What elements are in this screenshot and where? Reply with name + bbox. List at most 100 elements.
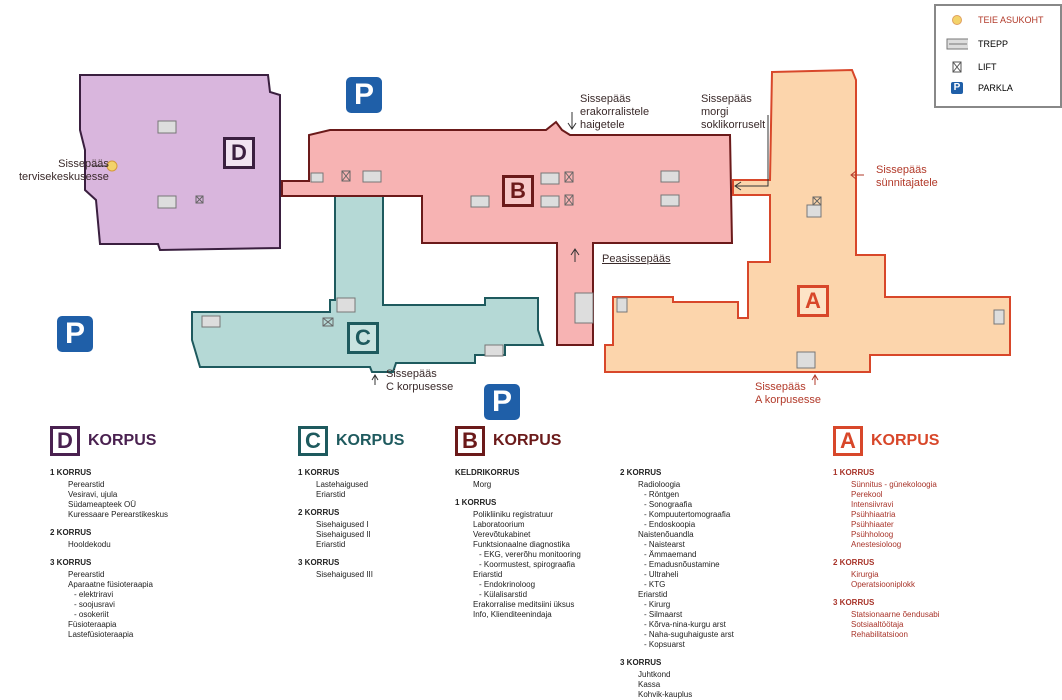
lift-icon [564,194,574,206]
parking-icon: P [57,316,93,352]
department-item: Sisehaigused I [316,520,369,529]
stairs-icon [336,297,356,313]
building-b-label: B [502,175,534,207]
department-item: - Ämmaemand [644,550,697,559]
entrance-text: Sissepääs [876,164,927,176]
entrance-text: erakorralistele [580,106,650,118]
department-item: Psühhiaatria [851,510,896,519]
department-item: Sünnitus - günekoloogia [851,480,937,489]
building-d[interactable] [79,74,281,252]
department-item: Kuressaare Perearstikeskus [68,510,169,519]
department-item: - elektriravi [74,590,114,599]
entrance-text: soklikorruselt [701,119,766,131]
parking-icon: P [946,82,968,94]
department-item: Aparaatne füsioteraapia [68,580,153,589]
floor-heading: 3 KORRUS [833,598,875,607]
department-item: Vesiravi, ujula [68,490,118,499]
department-item: - soojusravi [74,600,115,609]
building-c[interactable] [191,195,545,373]
department-item: - Kirurg [644,600,671,609]
korpus-title: KORPUS [493,432,562,449]
entrance-text: Sissepääs [386,368,437,380]
you-are-here-icon [946,14,968,26]
department-item: - KTG [644,580,666,589]
entrance-text: morgi [701,106,729,118]
legend-label: LIFT [978,62,997,72]
department-item: Eriarstid [316,490,346,499]
department-item: - Sonograafia [644,500,693,509]
stairs-icon [484,344,504,357]
stairs-icon [660,170,680,183]
floor-heading: 1 KORRUS [455,498,497,507]
stairs-icon [310,172,324,183]
stairs-icon [806,204,822,218]
korpus-title: KORPUS [88,432,157,449]
department-item: - Naha-suguhaiguste arst [644,630,734,639]
floor-heading: 2 KORRUS [620,468,662,477]
stairs-icon [201,315,221,328]
department-item: Morg [473,480,492,489]
department-item: - osokeriit [74,610,109,619]
department-item: Intensiivravi [851,500,894,509]
department-item: Sisehaigused II [316,530,371,539]
entrance-text: Sissepääs [58,158,109,170]
stairs-icon [540,172,560,185]
department-item: Laboratoorium [473,520,525,529]
stairs-icon [157,120,177,134]
department-item: Eriarstid [638,590,668,599]
department-item: Polikliiniku registratuur [473,510,554,519]
stairs-icon [796,351,816,369]
department-item: Psühholoog [851,530,894,539]
department-item: Perearstid [68,480,105,489]
department-item: Sisehaigused III [316,570,373,579]
stairs-icon [946,38,968,50]
department-item: Erakorralise meditsiini üksus [473,600,575,609]
department-item: Juhtkond [638,670,671,679]
parking-icon: P [346,77,382,113]
department-item: - Koormustest, spirograafia [479,560,576,569]
legend-label: TEIE ASUKOHT [978,15,1044,25]
department-item: Kassa [638,680,661,689]
department-item: Statsionaarne õendusabi [851,610,940,619]
lift-icon [322,317,334,327]
entrance-text: Sissepääs [580,93,631,105]
department-item: - Silmaarst [644,610,683,619]
department-item: Lastehaigused [316,480,369,489]
legend-label: TREPP [978,39,1009,49]
floor-heading: 2 KORRUS [833,558,875,567]
entrance-text: Sissepääs [755,381,806,393]
entrance-text: haigetele [580,119,625,131]
stairs-icon [362,170,382,183]
department-item: Kirurgia [851,570,879,579]
department-item: - Kõrva-nina-kurgu arst [644,620,726,629]
department-item: - Emadusnõustamine [644,560,720,569]
department-item: Verevõtukabinet [473,530,531,539]
stairs-icon [660,194,680,207]
entrance-text: C korpusesse [386,381,454,393]
floor-heading: KELDRIKORRUS [455,468,520,477]
department-item: Hooldekodu [68,540,111,549]
department-item: - Naistearst [644,540,685,549]
building-b[interactable] [281,120,734,346]
department-item: Füsioteraapia [68,620,117,629]
department-item: Perearstid [68,570,105,579]
korpus-title: KORPUS [336,432,405,449]
floor-heading: 1 KORRUS [298,468,340,477]
lift-icon [195,195,204,204]
department-item: - Kopsuarst [644,640,685,649]
department-item: Anestesioloog [851,540,902,549]
department-item: - Endokrinoloog [479,580,536,589]
department-item: Eriarstid [316,540,346,549]
building-a[interactable] [604,68,1011,373]
